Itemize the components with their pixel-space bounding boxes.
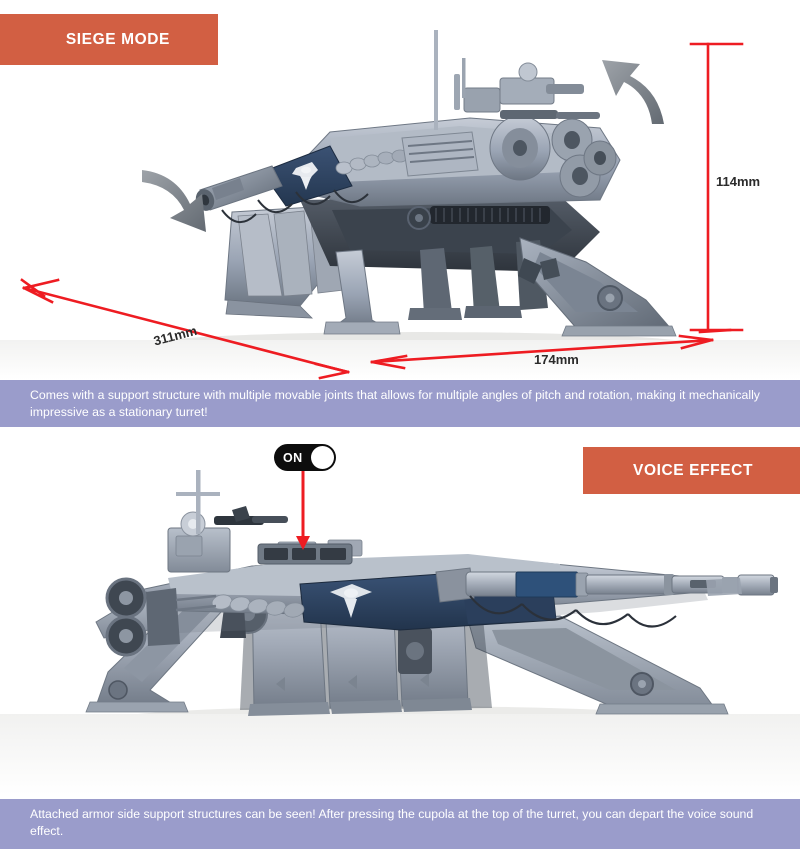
voice-effect-toggle[interactable]: ON [274,444,336,471]
voice-effect-pointer-line [296,468,310,550]
siege-mode-banner-label: SIEGE MODE [65,30,170,48]
voice-effect-caption: Attached armor side support structures c… [0,799,800,849]
siege-mode-banner: SIEGE MODE [0,14,218,65]
voice-effect-banner-label: VOICE EFFECT [633,461,754,479]
voice-effect-banner: VOICE EFFECT [583,447,800,494]
siege-mode-caption: Comes with a support structure with mult… [0,380,800,427]
voice-effect-toggle-label: ON [283,450,303,465]
siege-mode-section: 114mm 311mm 174mm SIEGE MODE [0,0,800,380]
siege-tank-deployed-image [0,0,800,380]
siege-tank-side-profile-image [0,432,800,795]
voice-effect-section: VOICE EFFECT [0,432,800,795]
toggle-knob[interactable] [311,446,334,469]
